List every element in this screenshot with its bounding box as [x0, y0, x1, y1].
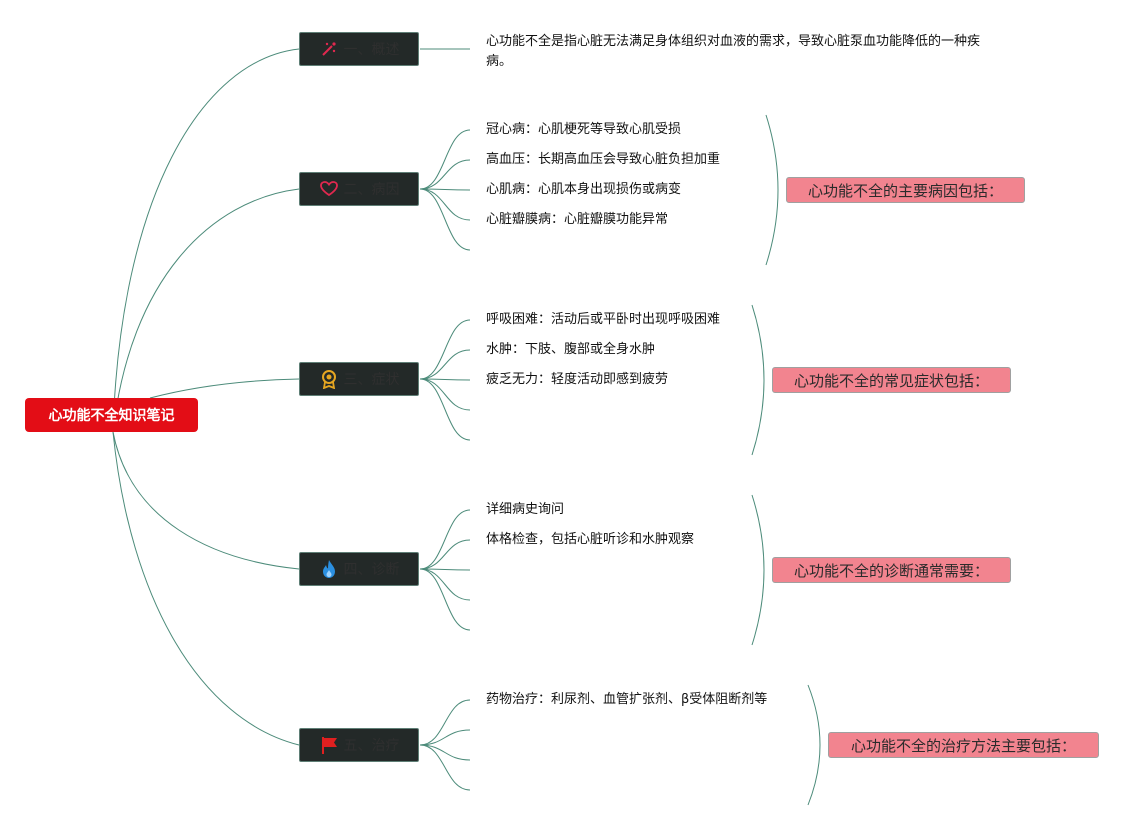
symptom-item: 疲乏无力：轻度活动即感到疲劳: [486, 372, 669, 387]
cause-item: 心肌病：心肌本身出现损伤或病变: [486, 182, 682, 197]
connector-root-branch-5: [112, 431, 300, 746]
connector-root-branch-3: [149, 378, 300, 399]
topic-causes[interactable]: 二、病因: [299, 172, 419, 206]
summary-brace-3: [751, 304, 765, 456]
cause-item: 高血压：长期高血压会导致心脏负担加重: [486, 152, 721, 167]
summary-treatment[interactable]: 心功能不全的治疗方法主要包括：: [828, 732, 1099, 758]
cause-item: 冠心病：心肌梗死等导致心肌受损: [486, 122, 682, 137]
summary-brace-4: [751, 494, 765, 646]
symptom-item: 呼吸困难：活动后或平卧时出现呼吸困难: [486, 312, 721, 327]
summary-diagnosis[interactable]: 心功能不全的诊断通常需要：: [772, 557, 1011, 583]
topic-overview[interactable]: 一、概述: [299, 32, 419, 66]
treatment-item: 药物治疗：利尿剂、血管扩张剂、β受体阻断剂等: [486, 692, 768, 707]
diagnosis-item: 详细病史询问: [486, 502, 565, 517]
sparkle-wand-icon: [319, 39, 339, 59]
topic-label: 二、病因: [343, 182, 400, 198]
summary-brace-5: [807, 684, 821, 806]
summary-brace-2: [765, 114, 779, 266]
topic-diagnosis[interactable]: 四、诊断: [299, 552, 419, 586]
flame-icon: [319, 559, 339, 579]
award-medal-icon: [319, 369, 339, 389]
cause-item: 心脏瓣膜病：心脏瓣膜功能异常: [486, 212, 669, 227]
root-topic[interactable]: 心功能不全知识笔记: [25, 398, 198, 432]
topic-treatment[interactable]: 五、治疗: [299, 728, 419, 762]
overview-text: 心功能不全是指心脏无法满足身体组织对血液的需求，导致心脏泵血功能降低的一种疾病。: [486, 34, 981, 69]
topic-symptoms[interactable]: 三、症状: [299, 362, 419, 396]
summary-symptoms[interactable]: 心功能不全的常见症状包括：: [772, 367, 1011, 393]
topic-label: 一、概述: [343, 42, 400, 58]
connector-root-branch-2: [112, 188, 300, 433]
connector-root-branch-1: [112, 48, 300, 433]
diagnosis-item: 体格检查，包括心脏听诊和水肿观察: [486, 532, 695, 547]
symptom-item: 水肿：下肢、腹部或全身水肿: [486, 342, 656, 357]
topic-label: 五、治疗: [343, 738, 400, 754]
red-flag-icon: [319, 735, 339, 755]
topic-label: 四、诊断: [343, 562, 400, 578]
heart-outline-icon: [319, 179, 339, 199]
summary-causes[interactable]: 心功能不全的主要病因包括：: [786, 177, 1025, 203]
topic-label: 三、症状: [343, 372, 400, 388]
connector-root-branch-4: [112, 431, 300, 570]
